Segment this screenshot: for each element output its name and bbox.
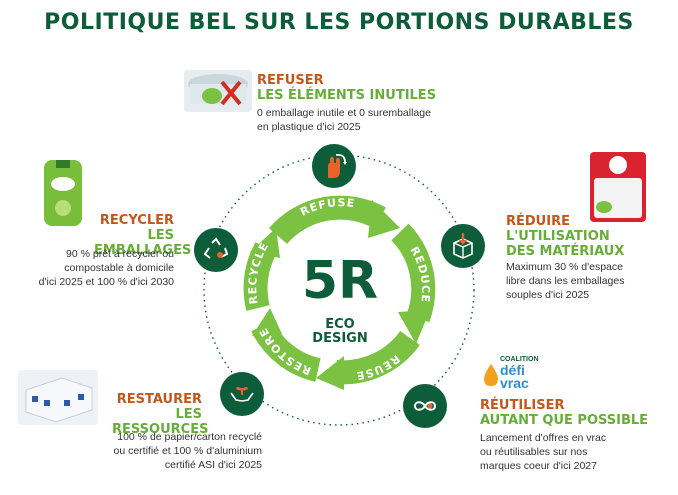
coalition-text: COALITION <box>500 356 539 363</box>
page-title: POLITIQUE BEL SUR LES PORTIONS DURABLES <box>44 10 634 35</box>
defi-text: défi <box>500 362 525 378</box>
plant-based-pack-image <box>594 156 642 218</box>
restaurer-subtitle: LES RESSOURCES <box>112 407 209 437</box>
reutiliser-title: RÉUTILISER <box>480 398 565 413</box>
reduire-description: Maximum 30 % d'espace libre dans les emb… <box>506 260 624 302</box>
reduire-subtitle-line1: L'UTILISATION <box>506 229 610 244</box>
refuser-subtitle: LES ÉLÉMENTS INUTILES <box>257 88 437 103</box>
recycler-heading: RECYCLER LES EMBALLAGES <box>94 213 191 258</box>
paper-carton-image <box>25 377 93 423</box>
reutiliser-desc-line2: ou réutilisables sur nos <box>480 446 588 458</box>
refuser-title: REFUSER <box>257 73 324 88</box>
restaurer-desc-line3: certifié ASI d'ici 2025 <box>164 459 262 471</box>
recycler-title: RECYCLER <box>99 213 174 228</box>
refuser-desc-line2: en plastique d'ici 2025 <box>257 121 361 133</box>
restaurer-title: RESTAURER <box>116 392 202 407</box>
hand-refuse-icon <box>312 144 356 188</box>
refuser-heading: REFUSER LES ÉLÉMENTS INUTILES <box>257 73 436 103</box>
design-text: DESIGN <box>312 331 368 346</box>
recycler-description: 90 % prêt à recycler ou compostable à do… <box>10 247 174 289</box>
reduire-heading: RÉDUIRE L'UTILISATION DES MATÉRIAUX <box>506 214 624 259</box>
restaurer-description: 100 % de papier/carton recyclé ou certif… <box>72 430 263 472</box>
hands-plant-icon <box>220 372 264 416</box>
reduire-desc-line1: Maximum 30 % d'espace <box>506 261 623 273</box>
recycler-desc-line3: d'ici 2025 et 100 % d'ici 2030 <box>38 276 174 288</box>
restaurer-desc-line1: 100 % de papier/carton recyclé <box>117 431 262 443</box>
restaurer-heading: RESTAURER LES RESSOURCES <box>112 392 208 437</box>
box-reduce-icon <box>441 224 485 268</box>
paper-carton-photo <box>18 370 98 425</box>
recycler-subtitle: LES EMBALLAGES <box>94 228 192 258</box>
vrac-text: vrac <box>500 375 529 391</box>
refuser-desc-line1: 0 emballage inutile et 0 suremballage <box>257 107 431 119</box>
reduire-desc-line3: souples d'ici 2025 <box>506 289 590 301</box>
reutiliser-desc-line1: Lancement d'offres en vrac <box>480 432 607 444</box>
center-5r: 5R <box>301 251 379 311</box>
recycler-desc-line1: 90 % prêt à recycler ou <box>66 248 174 260</box>
reutiliser-subtitle: AUTANT QUE POSSIBLE <box>480 413 649 428</box>
gogo-pouch-photo <box>44 160 82 226</box>
arrow-reduce <box>391 223 436 323</box>
coalition-defi-vrac-logo: COALITION défi vrac <box>484 356 539 391</box>
restaurer-desc-line2: ou certifié et 100 % d'aluminium <box>113 445 263 457</box>
recycle-arrows-icon <box>194 228 238 272</box>
center-eco-design: ECO DESIGN <box>290 318 390 346</box>
reutiliser-desc-line3: marques coeur d'ici 2027 <box>480 460 597 472</box>
gogo-pouch-image <box>51 160 75 216</box>
eco-text: ECO <box>325 317 355 332</box>
reutiliser-description: Lancement d'offres en vrac ou réutilisab… <box>480 431 606 473</box>
infinity-reuse-icon <box>403 384 447 428</box>
reduire-title: RÉDUIRE <box>506 214 570 229</box>
reutiliser-heading: RÉUTILISER AUTANT QUE POSSIBLE <box>480 398 648 428</box>
refuser-description: 0 emballage inutile et 0 suremballage en… <box>257 106 431 134</box>
arrow-refuse <box>268 195 386 245</box>
plant-based-pack-photo <box>590 152 646 222</box>
reduire-subtitle-line2: DES MATÉRIAUX <box>506 244 625 259</box>
coalition-drop-icon <box>484 364 498 386</box>
cheese-tub-image <box>188 74 248 106</box>
reduire-desc-line2: libre dans les emballages <box>506 275 625 287</box>
arrow-reuse <box>334 330 420 385</box>
recycler-desc-line2: compostable à domicile <box>64 262 174 274</box>
cheese-tub-photo <box>184 70 252 112</box>
